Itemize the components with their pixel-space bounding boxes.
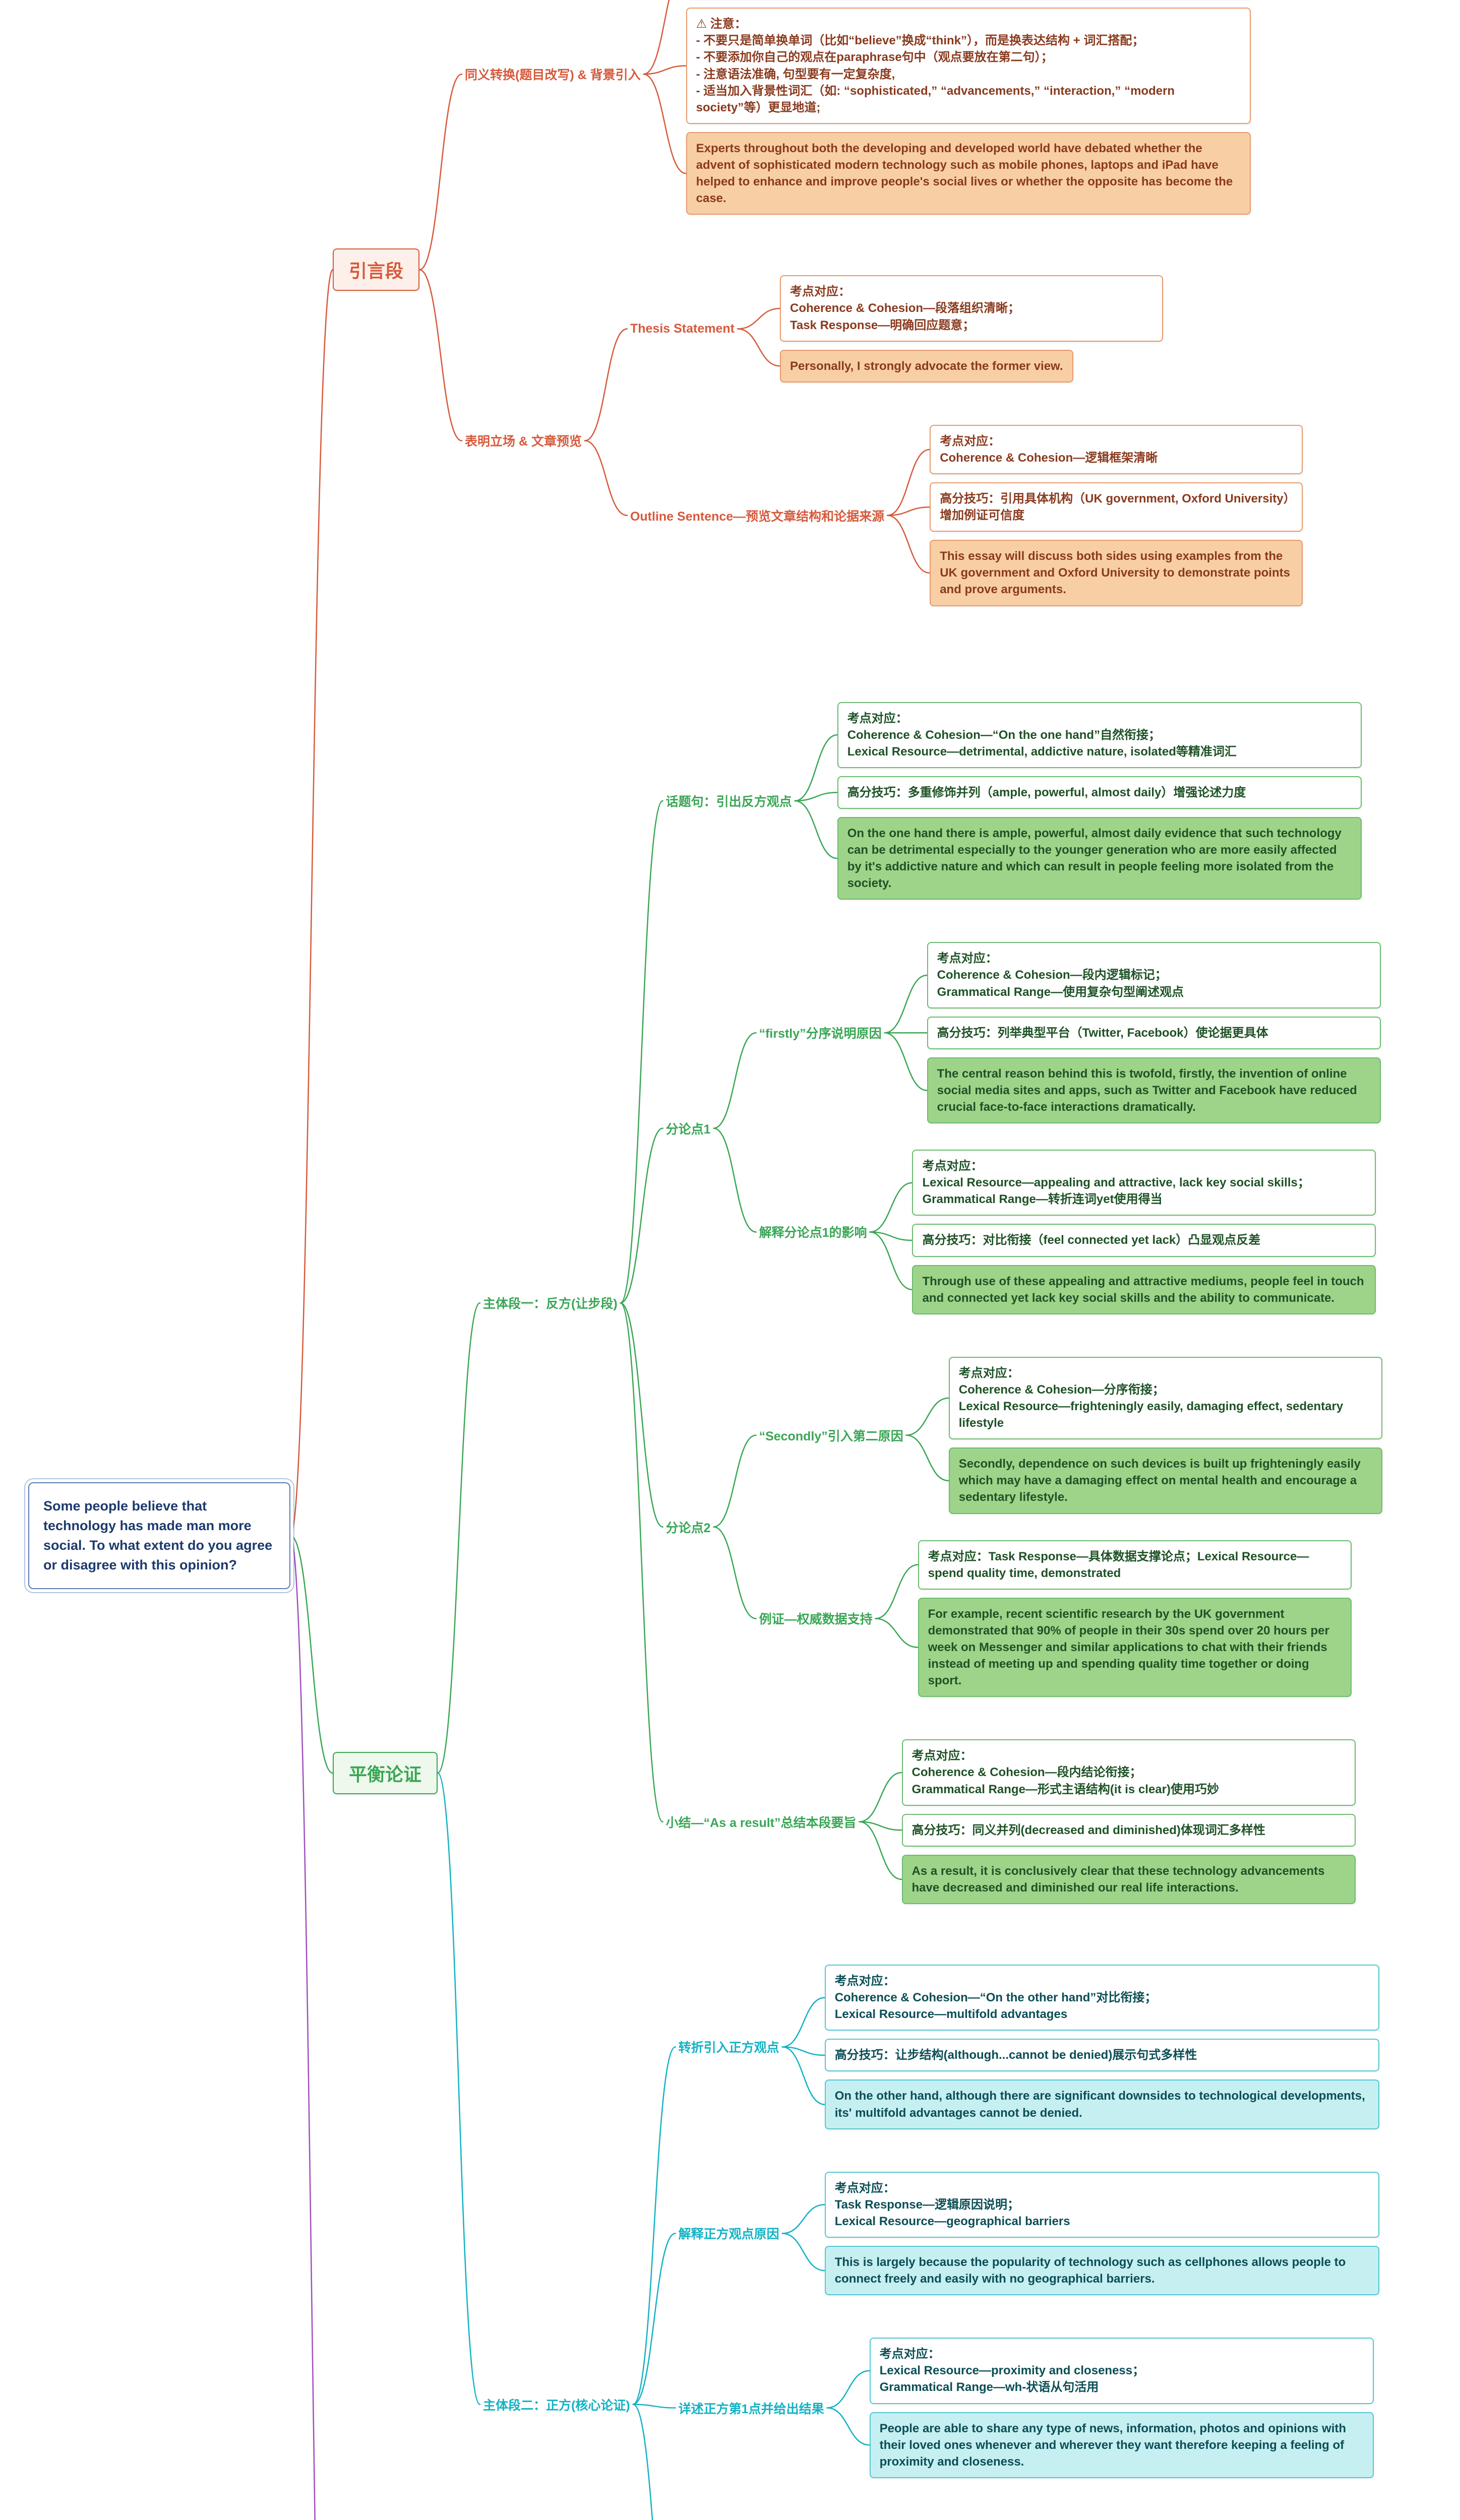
subtopic-label[interactable]: 详述正方第1点并给出结果: [678, 2402, 824, 2416]
main-branch-topic[interactable]: 平衡论证: [333, 1751, 438, 1794]
example-sentence-box[interactable]: Through use of these appealing and attra…: [912, 1265, 1376, 1314]
criteria-note-box[interactable]: 高分技巧：让步结构(although...cannot be denied)展示…: [824, 2039, 1379, 2072]
criteria-note-box[interactable]: 高分技巧：同义并列(decreased and diminished)体现词汇多…: [901, 1813, 1356, 1847]
example-sentence-box[interactable]: As a result, it is conclusively clear th…: [901, 1854, 1356, 1904]
example-sentence-box[interactable]: The central reason behind this is twofol…: [927, 1057, 1381, 1124]
criteria-note-box[interactable]: 高分技巧：列举典型平台（Twitter, Facebook）使论据更具体: [927, 1016, 1381, 1049]
criteria-note-box[interactable]: 考点对应： Coherence & Cohesion—段内结论衔接； Gramm…: [901, 1739, 1356, 1806]
subtopic-label[interactable]: 例证—权威数据支持: [759, 1612, 873, 1627]
criteria-note-box[interactable]: 考点对应： Lexical Resource—appealing and att…: [912, 1150, 1376, 1216]
example-sentence-box[interactable]: On the other hand, although there are si…: [824, 2080, 1379, 2129]
subtopic-label[interactable]: 解释分论点1的影响: [759, 1226, 867, 1240]
subtopic-label[interactable]: Outline Sentence—预览文章结构和论据来源: [630, 509, 885, 524]
subtopic-label[interactable]: 表明立场 & 文章预览: [465, 434, 582, 449]
criteria-note-box[interactable]: 考点对应： Coherence & Cohesion—段内逻辑标记； Gramm…: [927, 942, 1381, 1009]
example-sentence-box[interactable]: On the one hand there is ample, powerful…: [837, 816, 1362, 900]
subtopic-label[interactable]: “firstly”分序说明原因: [759, 1027, 882, 1041]
subtopic-label[interactable]: 解释正方观点原因: [678, 2227, 779, 2242]
subtopic-label[interactable]: 主体段一：反方(让步段): [483, 1297, 618, 1311]
criteria-note-box[interactable]: 高分技巧：引用具体机构（UK government, Oxford Univer…: [930, 482, 1303, 532]
subtopic-label[interactable]: Thesis Statement: [630, 322, 735, 336]
example-sentence-box[interactable]: Secondly, dependence on such devices is …: [948, 1447, 1382, 1514]
example-sentence-box[interactable]: Experts throughout both the developing a…: [686, 132, 1251, 215]
criteria-note-box[interactable]: 考点对应： Coherence & Cohesion—“On the other…: [824, 1964, 1379, 2031]
criteria-note-box[interactable]: 高分技巧：对比衔接（feel connected yet lack）凸显观点反差: [912, 1224, 1376, 1257]
subtopic-label[interactable]: 小结—“As a result”总结本段要旨: [665, 1815, 857, 1830]
example-sentence-box[interactable]: Personally, I strongly advocate the form…: [779, 349, 1073, 383]
example-sentence-box[interactable]: This essay will discuss both sides using…: [930, 540, 1303, 606]
criteria-note-box[interactable]: 高分技巧：多重修饰并列（ample, powerful, almost dail…: [837, 776, 1362, 809]
subtopic-label[interactable]: 同义转换(题目改写) & 背景引入: [465, 68, 641, 83]
criteria-note-box[interactable]: 考点对应： Coherence & Cohesion—逻辑框架清晰: [930, 424, 1303, 474]
criteria-note-box[interactable]: 考点对应：Task Response—具体数据支撑论点；Lexical Reso…: [918, 1540, 1352, 1590]
criteria-note-box[interactable]: 考点对应： Coherence & Cohesion—段落组织清晰； Task …: [779, 275, 1163, 342]
criteria-note-box[interactable]: 考点对应： Coherence & Cohesion—“On the one h…: [837, 702, 1362, 768]
example-sentence-box[interactable]: People are able to share any type of new…: [869, 2412, 1374, 2478]
example-sentence-box[interactable]: This is largely because the popularity o…: [824, 2245, 1379, 2296]
subtopic-label[interactable]: 分论点2: [665, 1521, 711, 1535]
root-topic[interactable]: Some people believe that technology has …: [28, 1482, 290, 1590]
example-sentence-box[interactable]: For example, recent scientific research …: [918, 1597, 1352, 1697]
subtopic-label[interactable]: “Secondly”引入第二原因: [759, 1429, 903, 1443]
criteria-note-box[interactable]: 考点对应： Task Response—逻辑原因说明； Lexical Reso…: [824, 2171, 1379, 2238]
subtopic-label[interactable]: 话题句：引出反方观点: [665, 794, 792, 809]
main-branch-topic[interactable]: 引言段: [333, 248, 420, 291]
criteria-note-box[interactable]: 考点对应： Lexical Resource—proximity and clo…: [869, 2338, 1374, 2404]
subtopic-label[interactable]: 分论点1: [665, 1122, 711, 1137]
subtopic-label[interactable]: 主体段二：正方(核心论证): [483, 2398, 630, 2413]
subtopic-label[interactable]: 转折引入正方观点: [678, 2041, 779, 2055]
criteria-note-box[interactable]: 考点对应： Coherence & Cohesion—分序衔接； Lexical…: [948, 1356, 1382, 1440]
criteria-note-box[interactable]: ⚠ 注意： - 不要只是简单换单词（比如“believe”换成“think”），…: [686, 8, 1251, 124]
